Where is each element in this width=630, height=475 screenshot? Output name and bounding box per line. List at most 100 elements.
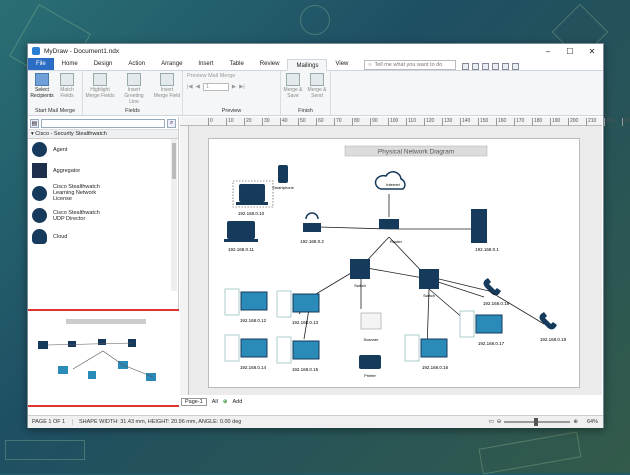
tab-table[interactable]: Table [229,61,244,67]
scanner-icon [360,312,382,330]
first-record-icon[interactable]: |◀ [187,84,193,90]
ribbon-tabs: File Home Design Action Arrange Insert T… [28,58,603,71]
tab-mailings[interactable]: Mailings [287,59,328,71]
ruler-tick: 30 [262,118,270,126]
shape-list-scrollbar[interactable] [171,139,177,291]
fit-page-icon[interactable]: ▭ [488,419,494,425]
undo-icon[interactable] [502,63,510,70]
group-label-preview: Preview [221,108,242,114]
shape-label: Agent [53,146,68,153]
ruler-tick: 130 [442,118,453,126]
shape-search-input[interactable] [41,118,165,128]
app-logo-icon [32,47,40,55]
scroll-thumb[interactable] [172,143,176,179]
group-fields: Highlight Merge Fields Insert Greeting L… [83,71,183,115]
diagram-page[interactable]: Physical Network Diagram [208,138,580,388]
ruler-tick: 50 [298,118,306,126]
ip-label: 192.168.0.12 [240,318,267,323]
shape-learning-license[interactable]: Cisco Stealthwatch Learning Network Lice… [28,181,178,205]
library-header[interactable]: ▾ Cisco - Security Stealthwatch [28,130,178,139]
ip-label: 192.168.0.11 [228,247,254,252]
shape-info: SHAPE WIDTH: 31.43 mm, HEIGHT: 20.96 mm,… [72,419,489,425]
tab-file[interactable]: File [28,58,54,70]
tell-me-input[interactable]: ☼ Tell me what you want to do [364,60,457,70]
insert-greeting-line-button[interactable]: Insert Greeting Line [117,73,151,105]
scanner-label: Scanner [364,337,380,342]
merge-save-icon [286,73,300,86]
all-pages-dropdown[interactable]: All [211,399,218,405]
preview-mail-merge-button[interactable]: Preview Mail Merge [187,73,236,79]
lightbulb-icon: ☼ [367,62,373,68]
ruler-tick: 210 [586,118,597,126]
title-bar: MyDraw - Document1.ndx – ☐ ✕ [28,44,603,58]
ruler-tick: 10 [226,118,234,126]
shape-aggregator[interactable]: Aggregator [28,160,178,181]
match-fields-icon [60,73,74,86]
new-icon[interactable] [462,63,470,70]
next-record-icon[interactable]: ▶ [231,84,237,90]
library-icon[interactable]: ▤ [30,118,39,128]
phone-icon [483,278,501,296]
record-input[interactable]: 1 [202,83,229,91]
save-icon[interactable] [482,63,490,70]
highlight-merge-fields-button[interactable]: Highlight Merge Fields [83,73,117,99]
group-preview: Preview Mail Merge |◀ ◀ 1 ▶ ▶| Preview [183,71,281,115]
shape-label: Cisco Stealthwatch UDP Director [53,209,100,222]
zoom-control: ▭ ⊖ ⊕ 64% [488,418,603,426]
ruler-tick: 70 [334,118,342,126]
highlight-label: Highlight Merge Fields [85,87,115,99]
switch-icon [350,259,370,279]
tab-review[interactable]: Review [259,61,280,67]
tab-design[interactable]: Design [93,61,113,67]
page-tab[interactable]: Page-1 [181,398,207,406]
open-icon[interactable] [472,63,480,70]
workstations [224,288,475,364]
page-count: PAGE 1 OF 1 [32,419,66,425]
minimize-button[interactable]: – [545,46,551,56]
quick-access-toolbar [462,63,520,70]
tab-insert[interactable]: Insert [198,61,214,67]
select-recipients-button[interactable]: Select Recipients [28,73,56,99]
merge-send-icon [310,73,324,86]
prev-record-icon[interactable]: ◀ [195,84,200,90]
tell-me-placeholder: Tell me what you want to do [374,62,443,68]
maximize-button[interactable]: ☐ [566,46,574,56]
last-record-icon[interactable]: ▶| [239,84,245,90]
tab-view[interactable]: View [335,61,349,67]
switch-icon-2 [419,269,439,289]
shape-udp-director[interactable]: Cisco Stealthwatch UDP Director [28,205,178,226]
page-tabs: Page-1 All ⊕ Add [180,397,602,407]
print-icon[interactable] [492,63,500,70]
insert-merge-field-button[interactable]: Insert Merge Field [151,73,183,99]
shape-cloud[interactable]: Cloud [28,226,178,247]
zoom-in-icon[interactable]: ⊕ [573,419,578,425]
merge-send-button[interactable]: Merge & Send [305,73,329,99]
close-button[interactable]: ✕ [588,46,596,56]
tab-action[interactable]: Action [128,61,146,67]
redo-icon[interactable] [512,63,520,70]
router-label: Router [390,239,403,244]
ip-label: 192.168.0.15 [292,367,319,372]
shape-label: Cloud [53,233,68,240]
add-page-icon[interactable]: ⊕ [222,399,228,405]
tab-arrange[interactable]: Arrange [161,61,183,67]
status-bar: PAGE 1 OF 1 SHAPE WIDTH: 31.43 mm, HEIGH… [28,415,603,428]
ip-label: 192.168.0.2 [300,239,324,244]
zoom-slider[interactable] [504,418,571,426]
merge-send-label: Merge & Send [307,87,327,99]
diagram-title: Physical Network Diagram [378,149,454,156]
zoom-out-icon[interactable]: ⊖ [496,419,502,425]
merge-field-icon [160,73,174,86]
overview-minimap[interactable] [28,309,179,407]
search-icon[interactable]: ⌕ [167,118,176,128]
shape-agent[interactable]: Agent [28,139,178,160]
printer-icon [359,355,381,369]
ruler-tick: 190 [550,118,561,126]
tab-home[interactable]: Home [61,61,78,67]
drawing-canvas[interactable]: Physical Network Diagram [189,126,602,395]
add-page-button[interactable]: Add [232,399,243,405]
zoom-thumb[interactable] [534,418,539,426]
merge-save-button[interactable]: Merge & Save [281,73,305,99]
match-fields-button[interactable]: Match Fields [56,73,78,99]
ruler-tick: 220 [604,118,615,126]
